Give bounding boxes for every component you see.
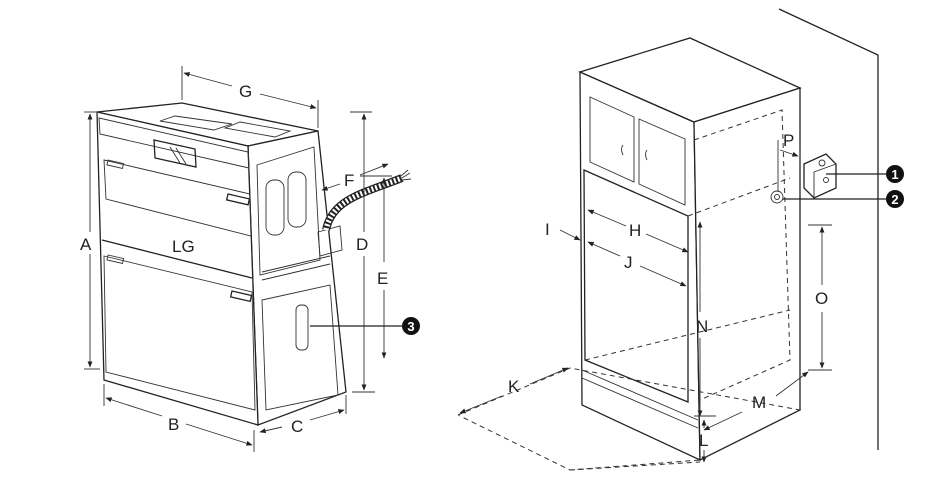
label-b: B [168,415,179,434]
label-h: H [629,221,641,240]
label-f: F [344,171,354,190]
label-d: D [356,235,368,254]
callout-1-number: 1 [891,167,898,182]
callout-3-number: 3 [407,319,414,334]
callout-2-number: 2 [891,192,898,207]
label-p: P [783,131,794,150]
left-dimension-lines [84,66,392,452]
label-e: E [377,269,388,288]
label-a: A [80,235,92,254]
label-l: L [699,431,708,450]
label-c: C [291,417,303,436]
label-k: K [508,377,520,396]
callout-1: 1 [826,165,904,183]
cabinet-illustration [457,8,879,471]
label-o: O [815,289,828,308]
right-dimension-lines [459,140,832,463]
lg-brand-mark: LG [172,237,195,256]
label-g: G [239,82,252,101]
wall-oven-illustration: LG [96,102,412,426]
callout-3: 3 [310,317,420,335]
label-j: J [624,253,633,272]
label-i: I [545,220,550,239]
label-m: M [752,393,766,412]
callout-2: 2 [783,190,904,208]
label-n: N [696,317,708,336]
